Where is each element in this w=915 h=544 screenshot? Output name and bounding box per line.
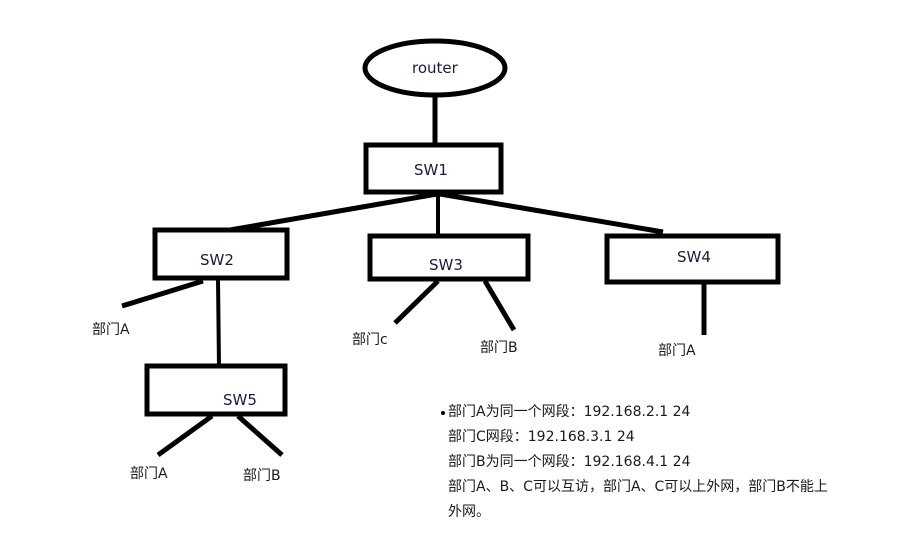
router-label: router <box>412 59 458 77</box>
edge-sw3-dept-c <box>393 279 440 325</box>
bullet-icon <box>441 411 445 415</box>
sw2-node <box>152 227 290 281</box>
note-text-dept-c-subnet: 部门C网段：192.168.3.1 24 <box>448 429 635 445</box>
note-text-dept-b-subnet: 部门B为同一个网段：192.168.4.1 24 <box>448 454 691 470</box>
sw5-node <box>144 363 288 417</box>
sw5-label: SW5 <box>223 391 257 409</box>
note-line-5: 外网。 <box>441 500 881 525</box>
sw4-node <box>604 233 781 285</box>
sw4-label: SW4 <box>677 248 711 266</box>
edge-sw1-sw2 <box>229 191 438 233</box>
sw3-node <box>367 233 531 282</box>
note-text-dept-a-subnet: 部门A为同一个网段：192.168.2.1 24 <box>448 404 691 420</box>
network-notes: 部门A为同一个网段：192.168.2.1 24 部门C网段：192.168.3… <box>441 400 881 525</box>
sw1-node <box>363 142 504 195</box>
sw4-department-a-label: 部门A <box>658 343 696 359</box>
note-line-4: 部门A、B、C可以互访，部门A、C可以上外网，部门B不能上 <box>441 475 881 500</box>
sw3-department-c-label: 部门c <box>352 332 388 348</box>
sw3-department-b-label: 部门B <box>480 340 518 356</box>
edge-sw2-dept-a <box>121 278 204 309</box>
edge-sw2-sw5 <box>216 278 221 368</box>
sw1-label: SW1 <box>414 161 448 179</box>
edge-sw1-sw4 <box>439 191 664 235</box>
sw2-department-a-label: 部门A <box>92 322 130 338</box>
note-text-access-rules: 部门A、B、C可以互访，部门A、C可以上外网，部门B不能上 <box>448 479 828 495</box>
note-text-access-rules-cont: 外网。 <box>448 504 490 520</box>
edge-sw3-dept-b <box>482 279 517 332</box>
note-line-3: 部门B为同一个网段：192.168.4.1 24 <box>441 450 881 475</box>
sw5-department-a-label: 部门A <box>130 466 168 482</box>
router-node <box>362 38 508 98</box>
note-line-2: 部门C网段：192.168.3.1 24 <box>441 425 881 450</box>
sw5-department-b-label: 部门B <box>243 468 281 484</box>
note-line-1: 部门A为同一个网段：192.168.2.1 24 <box>441 400 881 425</box>
edge-sw5-dept-a <box>156 413 214 458</box>
edge-sw5-dept-b <box>236 414 284 457</box>
sw2-label: SW2 <box>200 251 234 269</box>
sw3-label: SW3 <box>429 256 463 274</box>
